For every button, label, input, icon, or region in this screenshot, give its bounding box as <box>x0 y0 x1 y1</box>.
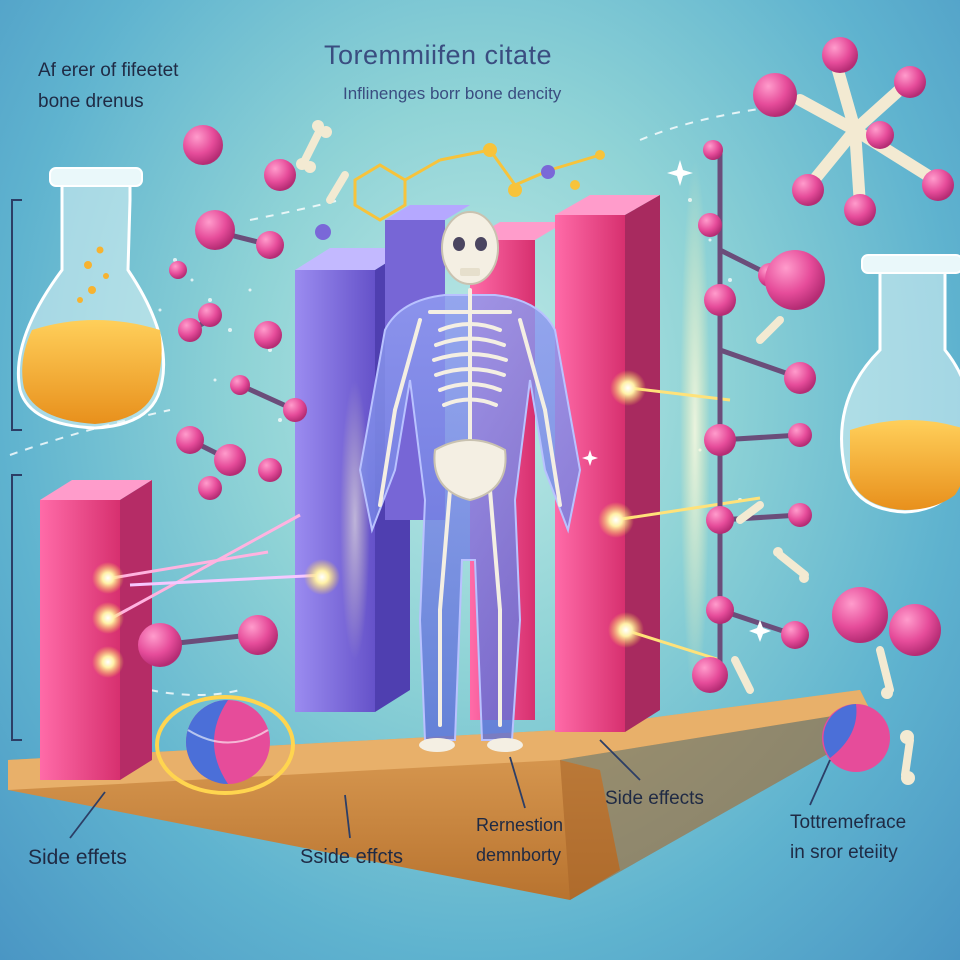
label-side-effets: Side effets <box>28 846 127 869</box>
label-demnborty: demnborty <box>476 845 562 865</box>
top-left-caption-line1: Af erer of fifeetet <box>38 60 179 81</box>
top-left-caption-line2: bone drenus <box>38 91 144 112</box>
light-beam <box>340 380 370 660</box>
flask-icon <box>16 167 166 430</box>
bracket-upper <box>11 199 22 431</box>
label-tottremefrace: Tottremefrace <box>790 812 907 833</box>
label-side-effects: Side effects <box>605 788 704 809</box>
sphere-icon <box>155 695 295 795</box>
flask-icon <box>840 254 960 514</box>
skeleton-figure <box>358 211 582 752</box>
bracket-lower <box>11 474 22 741</box>
sphere-icon <box>822 704 890 772</box>
glow-nodes <box>92 370 646 678</box>
molecule-icon <box>753 37 954 226</box>
label-sside-effcts: Sside effcts <box>300 846 404 868</box>
page-subtitle: Inflinenges borr bone dencity <box>343 84 562 103</box>
label-pointers <box>69 739 831 839</box>
bar-left-pink <box>40 480 152 780</box>
molecule-balls <box>138 125 941 693</box>
chemical-structure <box>353 148 601 222</box>
label-sror-eteiity: in sror eteiity <box>790 842 898 863</box>
connection-lines <box>111 386 761 662</box>
light-beam <box>680 160 710 700</box>
bone-icon <box>296 120 915 785</box>
page-title: Toremmiifen citate <box>324 40 553 70</box>
sparkle-icons <box>582 160 771 642</box>
bar-pink-right <box>555 195 660 732</box>
label-rernestion: Rernestion <box>476 815 564 835</box>
chemical-nodes <box>315 143 605 240</box>
